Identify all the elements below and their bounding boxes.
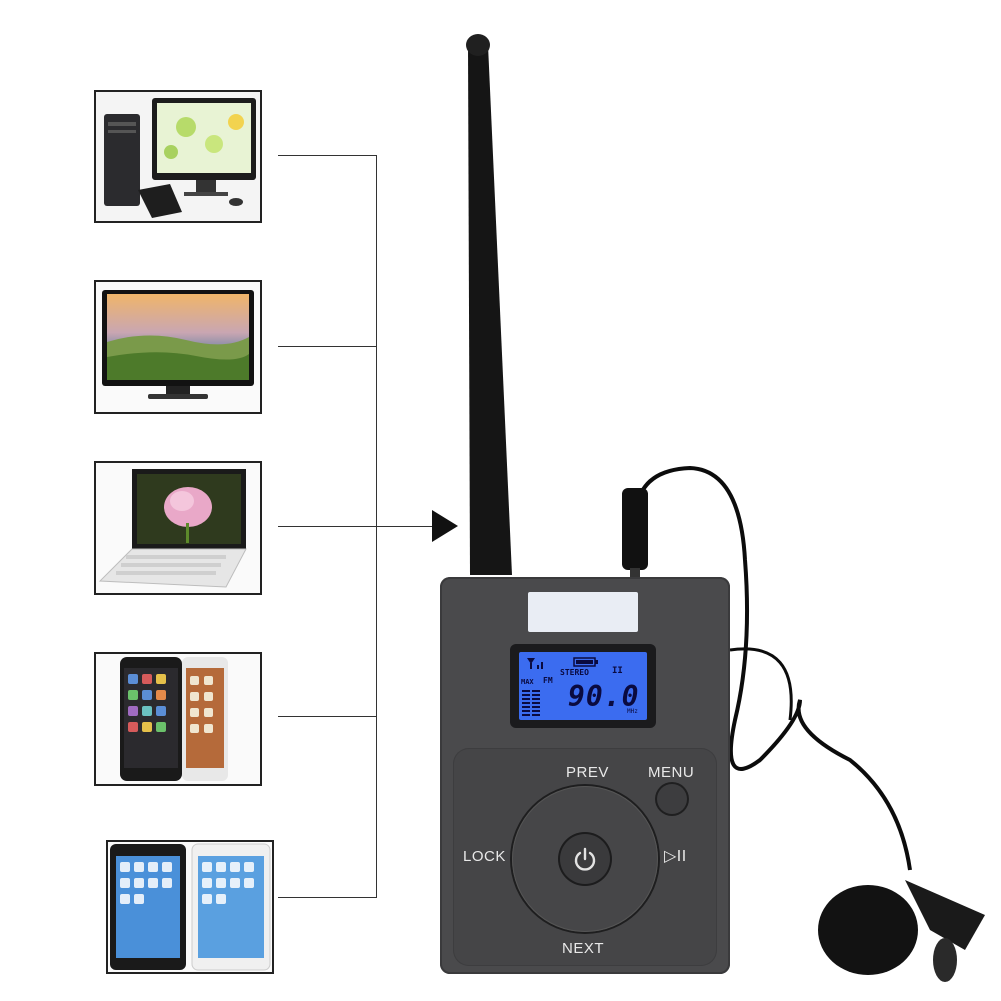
microphone-cable [634,465,912,871]
lcd-unit: MHz [627,708,638,715]
menu-label: MENU [648,764,695,781]
connector-tablets [278,897,376,898]
lcd-mode: FM [543,676,553,685]
tablets-thumbnail [106,840,274,974]
lock-label: LOCK [463,848,506,865]
arrow-right-icon [432,510,458,542]
lcd-stereo: STEREO [560,668,589,677]
television-thumbnail [94,280,262,414]
connector-laptop [278,526,434,527]
level-meter-icon [522,690,540,716]
battery-icon [573,657,598,667]
top-label-strip [528,592,638,632]
antenna [468,37,512,575]
signal-bars-icon [527,658,543,669]
power-icon [574,847,596,871]
connector-tv [278,346,376,347]
smartphones-thumbnail [94,652,262,786]
connector-desktop [278,155,376,156]
lcd-frequency: 90.0 [568,680,640,713]
connector-trunk [376,155,377,898]
mic-clip [905,880,985,950]
connector-phones [278,716,376,717]
laptop-thumbnail [94,461,262,595]
lapel-microphone [818,885,918,975]
lcd-pause-indicator: II [612,666,623,676]
play-pause-label: ▷II [664,848,687,865]
prev-label: PREV [566,764,609,781]
lcd-max: MAX [521,678,534,686]
menu-button[interactable] [657,784,687,814]
next-label: NEXT [562,940,605,957]
audio-plug [622,488,648,570]
desktop-computer-thumbnail [94,90,262,223]
